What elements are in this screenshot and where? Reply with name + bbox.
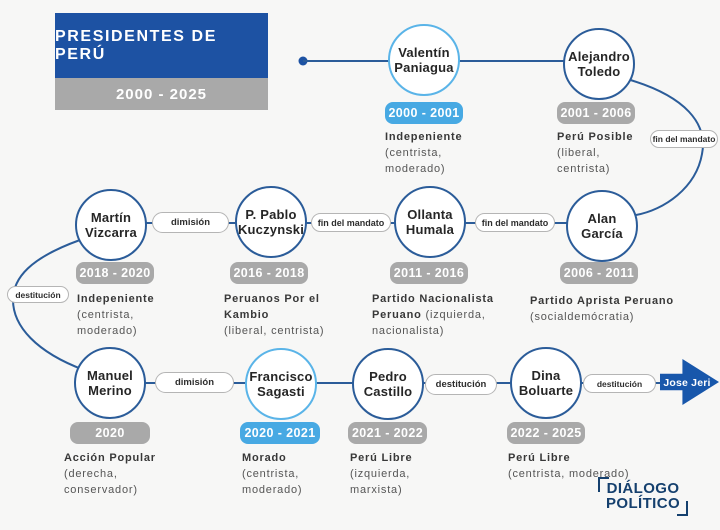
successor-label: Jose Jeri xyxy=(663,377,711,389)
president-circle-paniagua: Valentín Paniagua xyxy=(388,24,460,96)
logo-line1: DIÁLOGO xyxy=(606,480,680,497)
party-name: Partido Aprista Peruano xyxy=(530,295,674,307)
party-orientation: (izquierda, xyxy=(425,308,486,321)
party-orientation: (centrista, moderado) xyxy=(508,467,630,480)
party-info-castillo: Perú Libre (izquierda, marxista) xyxy=(350,451,490,499)
party-name: Partido Nacionalista Peruano xyxy=(372,293,494,321)
connector-pill-toledo-garcia: fin del mandato xyxy=(650,130,718,148)
curve-vizcarra-merino xyxy=(11,239,85,371)
party-info-paniagua: Indepeniente (centrista, moderado) xyxy=(385,130,535,178)
president-name: Valentín Paniagua xyxy=(394,44,454,75)
connector-pill-humala-garcia: fin del mandato xyxy=(475,213,555,232)
party-info-boluarte: Perú Libre (centrista, moderado) xyxy=(508,451,708,483)
party-name: Perú Libre xyxy=(350,452,413,464)
president-name: Dina Boluarte xyxy=(518,367,574,398)
connector-pill-merino-sagasti: dimisión xyxy=(155,372,234,393)
curve-toledo-garcia xyxy=(626,78,704,216)
president-circle-toledo: Alejandro Toledo xyxy=(563,28,635,100)
term-badge-sagasti: 2020 - 2021 xyxy=(240,422,320,444)
term-badge-castillo: 2021 - 2022 xyxy=(348,422,427,444)
party-name: Perú Posible xyxy=(557,131,634,143)
term-badge-garcia: 2006 - 2011 xyxy=(560,262,638,284)
president-circle-sagasti: Francisco Sagasti xyxy=(245,348,317,420)
party-orientation: (centrista, moderado) xyxy=(77,308,138,337)
connector-pill-kuczynski-humala: fin del mandato xyxy=(311,213,391,232)
party-info-vizcarra: Indepeniente (centrista, moderado) xyxy=(77,292,227,340)
president-circle-castillo: Pedro Castillo xyxy=(352,348,424,420)
term-badge-kuczynski: 2016 - 2018 xyxy=(230,262,308,284)
president-name: Alan García xyxy=(581,210,623,241)
party-name: Indepeniente xyxy=(385,131,463,143)
connector-pill-castillo-boluarte: destitución xyxy=(425,374,497,395)
party-info-humala: Partido Nacionalista Peruano (izquierda,… xyxy=(372,292,537,340)
president-circle-garcia: Alan García xyxy=(566,190,638,262)
president-name: P. Pablo Kuczynski xyxy=(237,206,305,237)
party-name: Perú Libre xyxy=(508,452,571,464)
title-year-range: 2000 - 2025 xyxy=(55,78,268,110)
president-circle-vizcarra: Martín Vizcarra xyxy=(75,189,147,261)
party-name: Acción Popular xyxy=(64,452,156,464)
party-info-toledo: Perú Posible (liberal, centrista) xyxy=(557,130,707,178)
president-name: Ollanta Humala xyxy=(405,206,455,237)
connector-pill-vizcarra-merino: destitución xyxy=(7,286,69,303)
president-circle-kuczynski: P. Pablo Kuczynski xyxy=(235,186,307,258)
president-name: Francisco Sagasti xyxy=(249,368,313,399)
party-orientation: (centrista, moderado) xyxy=(242,467,303,496)
term-badge-paniagua: 2000 - 2001 xyxy=(385,102,463,124)
page-title: PRESIDENTES DE PERÚ xyxy=(55,13,268,78)
party-orientation: (liberal, centrista) xyxy=(224,324,325,337)
party-orientation: nacionalista) xyxy=(372,324,445,337)
term-badge-boluarte: 2022 - 2025 xyxy=(507,422,585,444)
term-badge-toledo: 2001 - 2006 xyxy=(557,102,635,124)
connector-pill-vizcarra-kuczynski: dimisión xyxy=(152,212,229,233)
term-badge-vizcarra: 2018 - 2020 xyxy=(76,262,154,284)
connector-pill-boluarte-jeri: destitución xyxy=(583,374,656,393)
party-info-garcia: Partido Aprista Peruano (socialdemócrati… xyxy=(530,294,710,326)
president-circle-merino: Manuel Merino xyxy=(74,347,146,419)
dialogo-politico-logo: DIÁLOGO POLÍTICO xyxy=(598,477,689,516)
party-name: Indepeniente xyxy=(77,293,155,305)
president-name: Manuel Merino xyxy=(87,367,133,398)
president-circle-boluarte: Dina Boluarte xyxy=(510,347,582,419)
president-name: Martín Vizcarra xyxy=(85,209,137,240)
president-name: Pedro Castillo xyxy=(363,368,413,399)
title-box: PRESIDENTES DE PERÚ 2000 - 2025 xyxy=(55,13,268,110)
president-circle-humala: Ollanta Humala xyxy=(394,186,466,258)
term-badge-humala: 2011 - 2016 xyxy=(390,262,468,284)
party-name: Peruanos Por el Kambio xyxy=(224,293,320,321)
logo-line2: POLÍTICO xyxy=(606,495,681,512)
term-badge-merino: 2020 xyxy=(70,422,150,444)
party-info-sagasti: Morado (centrista, moderado) xyxy=(242,451,382,499)
party-orientation: (liberal, centrista) xyxy=(557,146,611,175)
party-info-kuczynski: Peruanos Por el Kambio (liberal, centris… xyxy=(224,292,374,340)
party-orientation: (izquierda, marxista) xyxy=(350,467,411,496)
party-orientation: (socialdemócratia) xyxy=(530,310,635,323)
party-orientation: (derecha, conservador) xyxy=(64,467,138,496)
party-name: Morado xyxy=(242,452,287,464)
party-info-merino: Acción Popular (derecha, conservador) xyxy=(64,451,214,499)
president-name: Alejandro Toledo xyxy=(568,48,630,79)
party-orientation: (centrista, moderado) xyxy=(385,146,446,175)
